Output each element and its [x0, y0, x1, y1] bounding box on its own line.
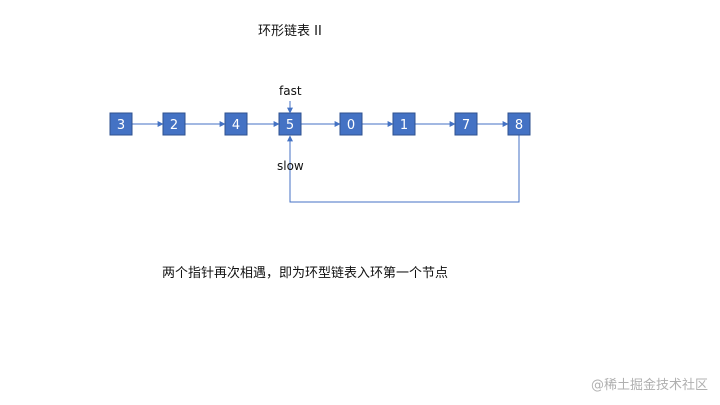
node-box [392, 112, 416, 136]
node-box [339, 112, 363, 136]
cycle-arrow [287, 135, 520, 203]
fast-pointer-label: fast [279, 84, 302, 98]
node-value: 1 [400, 118, 408, 133]
list-node: 1 [392, 112, 416, 136]
diagram-title: 环形链表 II [258, 24, 322, 39]
node-value: 2 [170, 118, 178, 133]
list-node: 2 [162, 112, 186, 136]
list-node: 7 [454, 112, 478, 136]
list-node: 5 [278, 112, 302, 136]
node-box [224, 112, 248, 136]
node-value: 7 [462, 118, 470, 133]
slow-pointer-label: slow [277, 159, 304, 173]
node-value: 4 [232, 118, 240, 133]
watermark: @稀土掘金技术社区 [590, 378, 708, 393]
list-node: 4 [224, 112, 248, 136]
list-node: 3 [109, 112, 133, 136]
list-node: 8 [507, 112, 531, 136]
nodes-layer: 3 2 4 5 0 1 7 8 [109, 112, 531, 136]
pointers-layer: fast slow [277, 84, 304, 173]
node-value: 5 [286, 118, 294, 133]
caption-text: 两个指针再次相遇，即为环型链表入环第一个节点 [162, 266, 449, 281]
node-value: 8 [515, 118, 523, 133]
list-node: 0 [339, 112, 363, 136]
node-box [109, 112, 133, 136]
node-box [507, 112, 531, 136]
node-box [162, 112, 186, 136]
node-value: 0 [347, 118, 355, 133]
node-value: 3 [117, 118, 125, 133]
edges-layer [132, 121, 520, 203]
node-box [454, 112, 478, 136]
